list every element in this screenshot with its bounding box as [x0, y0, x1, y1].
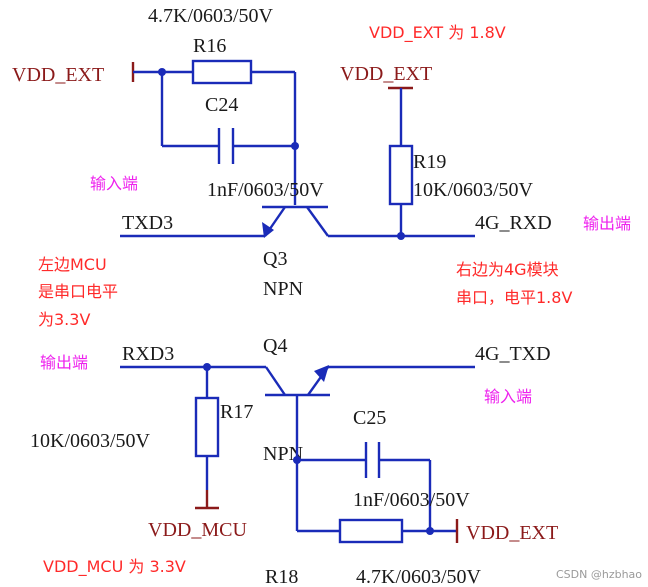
r16-resistor — [191, 59, 253, 85]
q4-type: NPN — [263, 443, 303, 465]
r19-value: 10K/0603/50V — [413, 179, 534, 201]
4g-rxd-label: 4G_RXD — [475, 212, 552, 234]
q3-collector-leg — [306, 206, 329, 237]
junction-r18-vdd — [426, 527, 434, 535]
r18-resistor — [338, 518, 404, 544]
q3-emitter-arrow — [262, 222, 274, 238]
watermark: CSDN @hzbhao — [556, 568, 642, 581]
note-left-mcu-2: 是串口电平 — [38, 282, 118, 301]
c24-ref: C24 — [205, 94, 238, 116]
annotations: VDD_EXT 为 1.8V VDD_MCU 为 3.3V 输入端 输出端 输出… — [38, 23, 631, 577]
r17-ref: R17 — [220, 401, 253, 423]
note-right-4g-1: 右边为4G模块 — [456, 260, 559, 279]
r16-value: 4.7K/0603/50V — [148, 5, 274, 27]
vdd-ext-bottom-label: VDD_EXT — [466, 522, 558, 544]
note-vdd-ext: VDD_EXT 为 1.8V — [369, 23, 506, 43]
top-circuit: VDD_EXT R16 4.7K/0603/50V C24 1nF/0603/5… — [12, 5, 552, 300]
q4-ref: Q4 — [263, 335, 287, 357]
q4-emitter-arrow — [314, 365, 329, 382]
r19-ref: R19 — [413, 151, 446, 173]
note-left-mcu-3: 为3.3V — [38, 310, 90, 329]
4g-txd-label: 4G_TXD — [475, 343, 551, 365]
q3-type: NPN — [263, 278, 303, 300]
r18-value: 4.7K/0603/50V — [356, 566, 482, 587]
r17-resistor — [194, 396, 220, 458]
note-vdd-mcu: VDD_MCU 为 3.3V — [43, 557, 186, 577]
note-input-top: 输入端 — [90, 174, 138, 193]
r16-ref: R16 — [193, 35, 226, 57]
bottom-circuit: RXD3 R17 10K/0603/50V VDD_MCU Q4 NPN 4G_… — [30, 335, 558, 587]
rxd3-label: RXD3 — [122, 343, 174, 365]
c25-value: 1nF/0603/50V — [353, 489, 470, 511]
note-output-left: 输出端 — [40, 353, 88, 372]
c25-ref: C25 — [353, 407, 386, 429]
vdd-ext-left-label: VDD_EXT — [12, 64, 104, 86]
note-right-4g-2: 串口，电平1.8V — [456, 288, 572, 307]
vdd-mcu-label: VDD_MCU — [148, 519, 247, 541]
c24-value: 1nF/0603/50V — [207, 179, 324, 201]
r18-ref: R18 — [265, 566, 298, 587]
q4-collector-leg — [265, 366, 286, 396]
txd3-label: TXD3 — [122, 212, 173, 234]
note-left-mcu-1: 左边MCU — [38, 255, 107, 274]
q3-ref: Q3 — [263, 248, 287, 270]
r19-resistor — [388, 144, 414, 206]
note-output-top: 输出端 — [583, 214, 631, 233]
junction-c24-base — [291, 142, 299, 150]
note-input-right: 输入端 — [484, 387, 532, 406]
vdd-ext-top-label: VDD_EXT — [340, 63, 432, 85]
r17-value: 10K/0603/50V — [30, 430, 151, 452]
